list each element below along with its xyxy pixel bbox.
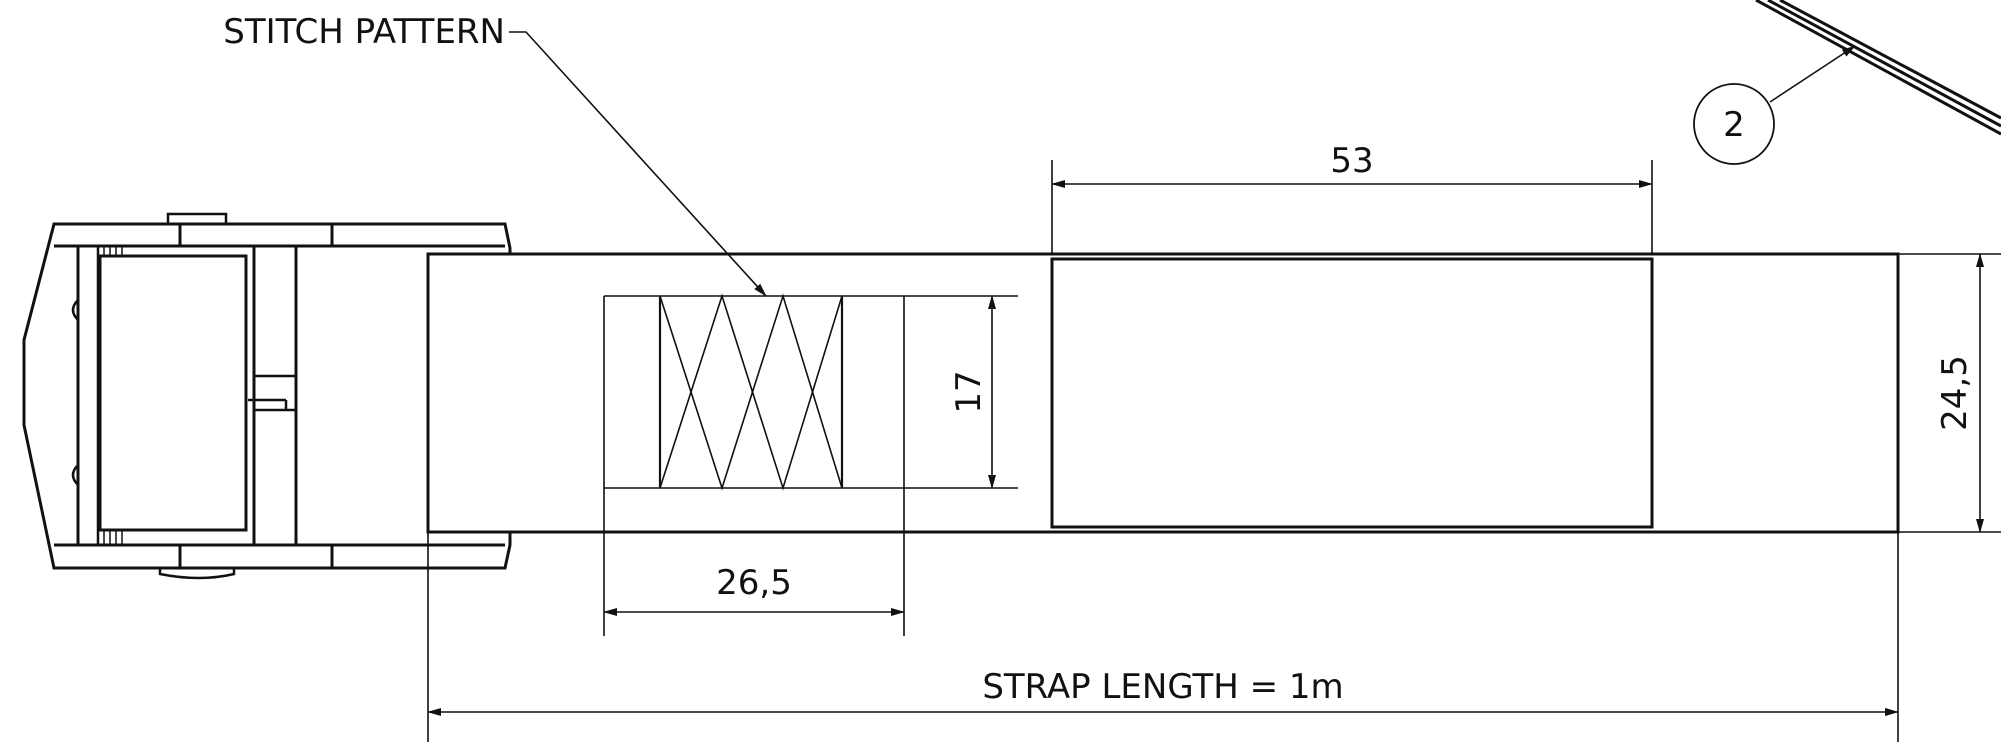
stitch-pattern — [603, 293, 1018, 491]
balloon-number: 2 — [1723, 105, 1745, 145]
dimension-strap-width — [1898, 253, 2001, 533]
dimension-stitch-length — [603, 488, 905, 636]
stitch-pattern-label: STITCH PATTERN — [223, 12, 505, 52]
part-2-edge — [1755, 0, 2001, 136]
strap-length-label: STRAP LENGTH = 1m — [982, 667, 1343, 707]
buckle — [22, 212, 512, 580]
pad-length-label: 53 — [1330, 141, 1373, 181]
stitch-pattern-leader — [509, 31, 767, 297]
strap-width-label: 24,5 — [1935, 355, 1975, 431]
stitch-height-label: 17 — [949, 370, 989, 413]
balloon-2 — [1693, 45, 1856, 165]
dimension-pad-length — [1051, 160, 1653, 254]
strap — [426, 252, 1900, 534]
dimension-strap-length — [427, 532, 1899, 742]
stitch-length-label: 26,5 — [716, 563, 792, 603]
